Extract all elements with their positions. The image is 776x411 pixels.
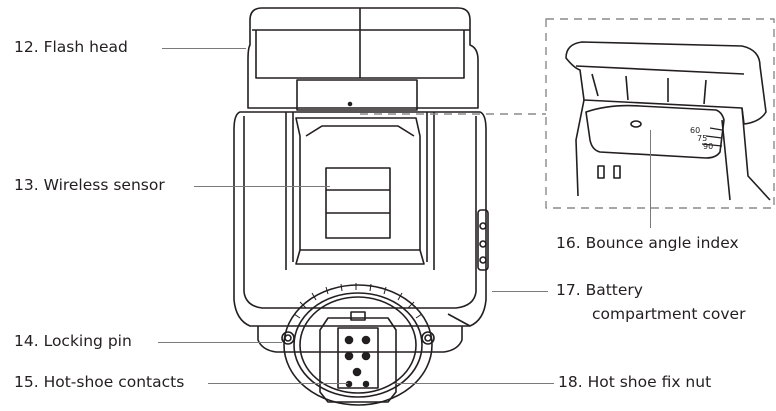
label-locking-pin: 14. Locking pin [14,332,132,350]
leader-bounce-angle-index [650,130,651,228]
hot-shoe-plate-shape [319,311,397,403]
label-hot-shoe-contacts: 15. Hot-shoe contacts [14,373,185,391]
leader-hot-shoe-contacts [208,383,348,384]
leader-flash-head [162,48,246,49]
hot-shoe-nut-shape [283,283,433,406]
flash-body-shape [233,111,489,327]
label-battery-cover-line2: compartment cover [592,305,746,323]
wireless-sensor-shape [295,117,425,265]
index-mark-60: 60 [690,126,700,135]
label-hot-shoe-fix-nut: 18. Hot shoe fix nut [558,373,712,391]
label-wireless-sensor: 13. Wireless sensor [14,176,165,194]
leader-locking-pin [158,342,282,343]
flash-head-shape [247,7,479,111]
leader-hot-shoe-fix-nut [394,383,554,384]
inset-flash-head-shape [565,41,771,201]
index-mark-75: 75 [697,134,707,143]
label-bounce-angle-index: 16. Bounce angle index [556,234,739,252]
leader-battery-cover [492,291,548,292]
leader-wireless-sensor [194,186,330,187]
inset-frame [545,18,775,209]
index-mark-90: 90 [703,142,713,151]
label-flash-head: 12. Flash head [14,38,128,56]
label-battery-cover-line1: 17. Battery [556,281,643,299]
